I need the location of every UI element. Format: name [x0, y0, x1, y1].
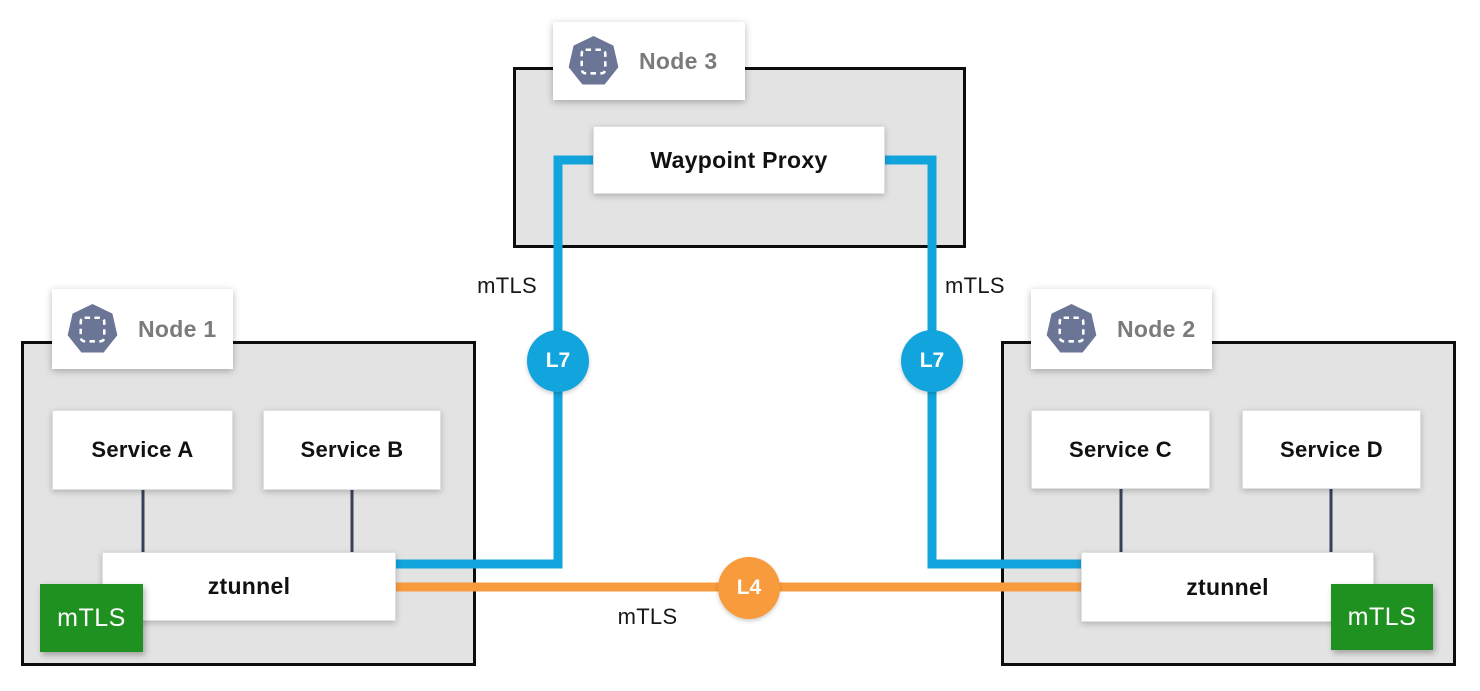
l7-badge-right-label: L7 — [919, 349, 945, 372]
mtls-label-left: mTLS — [477, 273, 537, 298]
waypoint-proxy-label: Waypoint Proxy — [650, 146, 828, 173]
service-c-label: Service C — [1069, 436, 1172, 462]
node2-label: Node 2 — [1117, 315, 1196, 342]
mtls-label-right: mTLS — [945, 273, 1005, 298]
service-b-box: Service B — [263, 410, 441, 490]
l7-badge-left-label: L7 — [545, 349, 571, 372]
l7-badge-right: L7 — [901, 330, 963, 392]
ztunnel-right-label: ztunnel — [1186, 573, 1269, 600]
service-a-box: Service A — [52, 410, 233, 490]
l7-badge-left: L7 — [527, 330, 589, 392]
mtls-badge-left-label: mTLS — [57, 603, 126, 632]
ztunnel-left-box: ztunnel — [102, 552, 396, 621]
kubernetes-node-icon — [1046, 303, 1097, 352]
l4-badge-label: L4 — [736, 576, 762, 599]
node1-label-card: Node 1 — [52, 289, 233, 369]
ztunnel-right-box: ztunnel — [1081, 552, 1374, 622]
node2-label-card: Node 2 — [1031, 289, 1212, 369]
kubernetes-node-icon — [67, 303, 118, 352]
service-d-box: Service D — [1242, 410, 1421, 489]
ztunnel-left-label: ztunnel — [207, 573, 291, 599]
mtls-badge-left: mTLS — [40, 584, 143, 652]
node3-label: Node 3 — [639, 47, 718, 74]
mtls-label-bottom: mTLS — [617, 604, 678, 629]
waypoint-proxy-box: Waypoint Proxy — [593, 126, 885, 194]
l4-badge: L4 — [718, 557, 780, 619]
node3-label-card: Node 3 — [553, 22, 745, 100]
kubernetes-node-icon — [568, 35, 619, 84]
service-c-box: Service C — [1031, 410, 1210, 489]
node1-label: Node 1 — [138, 315, 217, 342]
service-a-label: Service A — [91, 437, 194, 462]
mtls-badge-right: mTLS — [1331, 584, 1433, 650]
service-b-label: Service B — [300, 437, 404, 462]
service-d-label: Service D — [1280, 436, 1383, 462]
mtls-badge-right-label: mTLS — [1347, 602, 1417, 631]
